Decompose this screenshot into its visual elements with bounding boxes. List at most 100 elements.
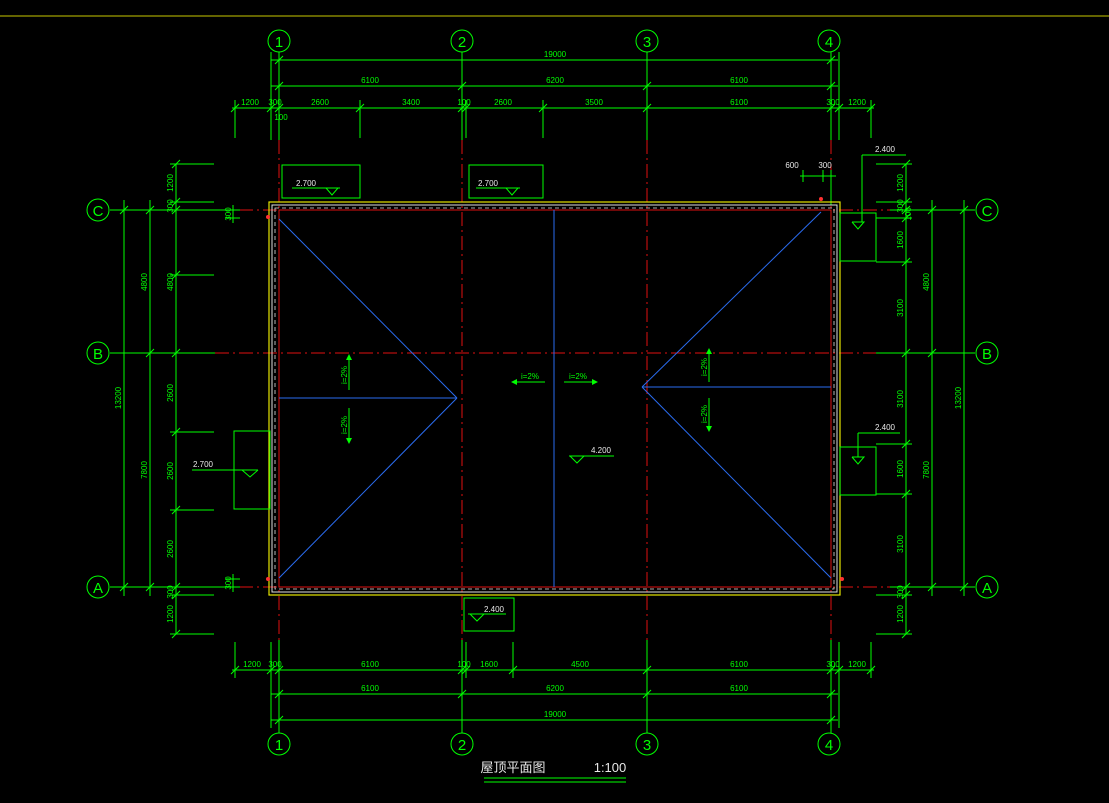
axis-label-C-left: C xyxy=(93,203,104,220)
elev-top-left: 2.700 xyxy=(296,179,317,188)
dim-right-detail-10: 1200 xyxy=(896,605,905,623)
dim-top-detail-5: 100 xyxy=(457,98,471,107)
dim-top-bay-1: 6100 xyxy=(361,76,379,85)
slope-mid-left: i=2% xyxy=(521,372,539,381)
dim-bottom-bay-2: 6200 xyxy=(546,684,564,693)
dim-top-detail-3: 2600 xyxy=(311,98,329,107)
dim-right-overall: 13200 xyxy=(954,386,963,409)
axis-label-2-bottom: 2 xyxy=(458,737,466,754)
dim-left-detail-2: 300 xyxy=(166,199,175,213)
dim-left-small-bottom: 300 xyxy=(224,576,233,590)
dim-top-detail-7: 3500 xyxy=(585,98,603,107)
elev-ridge: 4.200 xyxy=(591,446,612,455)
axis-bubbles-top: 1 2 3 4 xyxy=(267,29,841,53)
dim-right-detail-1: 1200 xyxy=(896,174,905,192)
axis-label-C-right: C xyxy=(982,203,993,220)
dim-top-overall: 19000 xyxy=(544,50,567,59)
drawing-title: 屋顶平面图 xyxy=(480,760,545,775)
axis-label-3-bottom: 3 xyxy=(643,737,651,754)
dim-right-detail-7: 1600 xyxy=(896,460,905,478)
hip-ridge-lines xyxy=(278,210,832,587)
slope-arrows: i=2% i=2% i=2% i=2% i=2% i=2% xyxy=(340,348,712,444)
dim-top-detail-1: 1200 xyxy=(241,98,259,107)
top-dimension-texts: 19000 6100 6200 6100 1200 300 2600 3400 … xyxy=(241,50,866,122)
elev-left: 2.700 xyxy=(193,460,214,469)
dim-left-detail-5: 2600 xyxy=(166,462,175,480)
dim-left-bay-1: 4800 xyxy=(140,273,149,291)
axis-bubbles-bottom: 1 2 3 4 xyxy=(267,732,841,756)
dim-left-small-top: 300 xyxy=(224,207,233,221)
bottom-dimension-texts: 1200 300 6100 100 1600 4500 6100 300 120… xyxy=(243,660,866,719)
axis-label-4-top: 4 xyxy=(825,34,833,51)
axis-label-4-bottom: 4 xyxy=(825,737,833,754)
axis-label-A-left: A xyxy=(93,580,103,597)
drawing-scale: 1:100 xyxy=(594,760,627,775)
right-dimension-lines xyxy=(800,159,969,639)
dim-left-detail-8: 1200 xyxy=(166,605,175,623)
dim-top-detail-9: 300 xyxy=(826,98,840,107)
dim-bottom-detail-1: 1200 xyxy=(243,660,261,669)
axis-label-2-top: 2 xyxy=(458,34,466,51)
axis-lines xyxy=(215,140,890,640)
axis-label-B-right: B xyxy=(982,346,992,363)
dim-right-bay-1: 4800 xyxy=(922,273,931,291)
dim-bottom-detail-3: 6100 xyxy=(361,660,379,669)
dim-right-detail-8: 3100 xyxy=(896,535,905,553)
axis-label-3-top: 3 xyxy=(643,34,651,51)
dim-top-detail-8: 6100 xyxy=(730,98,748,107)
right-dimension-texts: 1200 300 100 1600 3100 3100 1600 3100 30… xyxy=(785,161,963,623)
dim-right-detail-9: 300 xyxy=(896,585,905,599)
slope-left-down: i=2% xyxy=(340,416,349,434)
elev-top-mid: 2.700 xyxy=(478,179,499,188)
dim-bottom-detail-6: 4500 xyxy=(571,660,589,669)
slope-mid-right: i=2% xyxy=(569,372,587,381)
dim-right-detail-4: 1600 xyxy=(896,231,905,249)
axis-label-B-left: B xyxy=(93,346,103,363)
dim-left-overall: 13200 xyxy=(114,386,123,409)
axis-bubbles-right: C B A xyxy=(975,198,999,599)
axis-extensions xyxy=(110,52,975,733)
elev-right-top: 2.400 xyxy=(875,145,896,154)
top-dimension-lines xyxy=(230,52,876,140)
dim-top-detail-2: 300 xyxy=(268,98,282,107)
dim-left-bay-2: 7800 xyxy=(140,461,149,479)
dim-bottom-bay-1: 6100 xyxy=(361,684,379,693)
dim-bottom-overall: 19000 xyxy=(544,710,567,719)
dim-left-detail-7: 300 xyxy=(166,585,175,599)
axis-label-A-right: A xyxy=(982,580,992,597)
dim-right-detail-3: 100 xyxy=(904,207,913,221)
dim-bottom-detail-2: 300 xyxy=(268,660,282,669)
dim-right-bay-2: 7800 xyxy=(922,461,931,479)
axis-label-1-bottom: 1 xyxy=(275,737,283,754)
left-dimension-lines xyxy=(118,159,240,639)
dim-right-detail-5: 3100 xyxy=(896,299,905,317)
dim-bottom-bay-3: 6100 xyxy=(730,684,748,693)
dim-right-small-300: 300 xyxy=(818,161,832,170)
elevation-marks: 2.700 2.700 2.700 2.400 2.400 2.400 4.20… xyxy=(192,145,906,632)
slope-right-up: i=2% xyxy=(700,358,709,376)
dim-top-bay-2: 6200 xyxy=(546,76,564,85)
dim-right-small-600: 600 xyxy=(785,161,799,170)
dim-right-detail-2: 300 xyxy=(896,199,905,213)
dim-bottom-detail-8: 300 xyxy=(826,660,840,669)
dim-top-detail-4: 3400 xyxy=(402,98,420,107)
dim-bottom-detail-9: 1200 xyxy=(848,660,866,669)
elev-right-bottom: 2.400 xyxy=(875,423,896,432)
dim-right-detail-6: 3100 xyxy=(896,390,905,408)
dim-left-detail-1: 1200 xyxy=(166,174,175,192)
dim-left-detail-3: 4800 xyxy=(166,273,175,291)
slope-left-up: i=2% xyxy=(340,366,349,384)
corner-markers xyxy=(266,197,844,581)
dim-bottom-detail-7: 6100 xyxy=(730,660,748,669)
bottom-dimension-lines xyxy=(230,642,876,728)
axis-bubbles-left: C B A xyxy=(86,198,110,599)
dim-bottom-detail-4: 100 xyxy=(457,660,471,669)
slope-right-down: i=2% xyxy=(700,405,709,423)
dim-top-detail-6: 2600 xyxy=(494,98,512,107)
dim-top-small: 100 xyxy=(274,113,288,122)
drawing-title-block: 屋顶平面图 1:100 xyxy=(480,760,627,783)
dim-top-bay-3: 6100 xyxy=(730,76,748,85)
dim-left-detail-6: 2600 xyxy=(166,540,175,558)
dim-top-detail-10: 1200 xyxy=(848,98,866,107)
left-dimension-texts: 13200 4800 7800 1200 300 4800 2600 2600 … xyxy=(114,174,233,623)
